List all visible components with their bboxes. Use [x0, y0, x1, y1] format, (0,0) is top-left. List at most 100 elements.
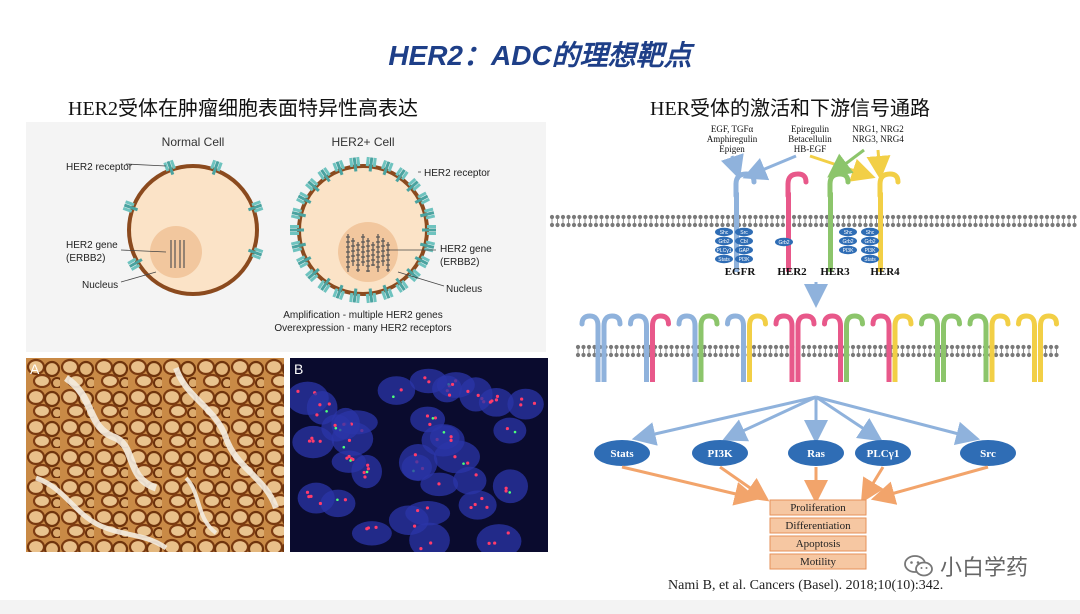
signal-arrow	[816, 397, 878, 438]
fish-red-signal	[437, 482, 440, 485]
adaptor-label: Grb2	[864, 239, 875, 245]
fish-red-signal	[506, 427, 509, 430]
fish-red-signal	[488, 542, 491, 545]
outcome-arrow	[877, 467, 988, 498]
outcome-arrow	[864, 467, 883, 498]
fish-red-signal	[505, 487, 508, 490]
ligand-3-line-2: NRG3, NRG4	[852, 134, 904, 144]
fish-red-signal	[485, 506, 488, 509]
fish-green-signal	[508, 491, 511, 494]
fish-red-signal	[374, 526, 377, 529]
outcome-arrow	[622, 467, 753, 498]
fish-nucleus	[378, 376, 416, 405]
fish-nucleus	[493, 469, 528, 503]
fish-red-signal	[427, 380, 430, 383]
fish-red-signal	[363, 471, 366, 474]
fish-red-signal	[348, 439, 351, 442]
caption-overexpression: Overexpression - many HER2 receptors	[274, 323, 451, 334]
slide-title: HER2：ADC的理想靶点	[0, 34, 1080, 74]
fish-red-signal	[434, 416, 437, 419]
fish-red-signal	[451, 383, 454, 386]
cell-membrane-top	[550, 215, 1077, 227]
fish-green-signal	[336, 498, 339, 501]
receptor-dimers	[582, 316, 1057, 382]
fish-red-signal	[504, 489, 507, 492]
adaptor-label: Shc	[866, 230, 875, 236]
fish-red-signal	[475, 473, 478, 476]
her-signaling-pathway: EGF, TGFα Amphiregulin Epigen Epiregulin…	[548, 120, 1080, 590]
adaptor-label: Stats	[864, 257, 876, 263]
fish-green-signal	[432, 417, 435, 420]
normal-cell-label: Normal Cell	[162, 135, 225, 149]
fish-nucleus	[479, 388, 514, 417]
fish-red-signal	[333, 424, 336, 427]
her2-cell-diagram: Normal Cell HER2 receptor HER2 gene (ERB…	[26, 122, 546, 352]
effector-label: PLCγ1	[867, 448, 900, 460]
fish-red-signal	[315, 413, 318, 416]
fish-red-signal	[310, 437, 313, 440]
receptor-label-her2: HER2	[777, 266, 807, 278]
gene-label-right-1: HER2 gene	[440, 244, 492, 255]
fish-red-signal	[495, 398, 498, 401]
fish-red-signal	[367, 526, 370, 529]
outcome-apoptosis: Apoptosis	[796, 538, 841, 550]
ligand-1-line-1: EGF, TGFα	[711, 124, 754, 134]
signal-arrow	[638, 397, 816, 438]
fish-green-signal	[325, 410, 328, 413]
fish-red-signal	[366, 464, 369, 467]
adaptor-label: PI3K	[843, 248, 855, 254]
adaptor-label: GAP	[739, 248, 750, 254]
receptor-her2	[786, 174, 806, 272]
fish-red-signal	[419, 547, 422, 550]
fish-red-signal	[319, 502, 322, 505]
receptor-label-her4: HER4	[870, 266, 900, 278]
fish-red-signal	[308, 439, 311, 442]
gene-label-right-2: (ERBB2)	[440, 257, 479, 268]
nucleus-label-left: Nucleus	[82, 280, 118, 291]
fish-red-signal	[311, 439, 314, 442]
outcome-differentiation: Differentiation	[785, 520, 851, 532]
fish-red-signal	[453, 455, 456, 458]
fish-red-signal	[426, 506, 429, 509]
fish-green-signal	[342, 446, 345, 449]
cellular-outcomes: ProliferationDifferentiationApoptosisMot…	[770, 500, 866, 569]
panel-a-label: A	[30, 361, 40, 377]
fish-red-signal	[428, 423, 431, 426]
fish-red-signal	[466, 462, 469, 465]
fish-red-signal	[469, 506, 472, 509]
fish-green-signal	[462, 462, 465, 465]
receptor-dimer	[582, 316, 620, 382]
fish-red-signal	[474, 503, 477, 506]
adaptor-label: Grb2	[842, 239, 853, 245]
fish-red-signal	[296, 390, 299, 393]
fish-red-signal	[520, 397, 523, 400]
fish-red-signal	[429, 541, 432, 544]
fish-red-signal	[306, 491, 309, 494]
adaptor-label: Src	[740, 230, 748, 236]
fish-green-signal	[366, 471, 369, 474]
ligand-3-line-1: NRG1, NRG2	[852, 124, 904, 134]
ligand-2-line-3: HB-EGF	[794, 144, 827, 154]
fish-green-signal	[335, 427, 338, 430]
fish-nucleus	[493, 418, 526, 444]
adaptor-label: PI3K	[865, 248, 877, 254]
adaptor-label: Cbl	[740, 239, 748, 245]
fish-red-signal	[345, 457, 348, 460]
adaptor-label: Grb2	[778, 240, 789, 246]
left-heading: HER2受体在肿瘤细胞表面特异性高表达	[68, 92, 418, 121]
fish-red-signal	[413, 525, 416, 528]
fish-nucleus	[399, 444, 438, 481]
nucleus-label-right: Nucleus	[446, 284, 482, 295]
fish-red-signal	[519, 403, 522, 406]
fish-nucleus	[430, 425, 460, 449]
effector-label: Src	[980, 448, 996, 460]
adaptor-label: PI3K	[739, 257, 751, 263]
fish-red-signal	[490, 399, 493, 402]
fish-red-signal	[416, 509, 419, 512]
her2-cell-label: HER2+ Cell	[331, 135, 394, 149]
fish-nucleus	[432, 375, 462, 402]
receptor-label-left: HER2 receptor	[66, 162, 133, 173]
fish-green-signal	[443, 431, 446, 434]
adaptor-label: Shc	[720, 230, 729, 236]
